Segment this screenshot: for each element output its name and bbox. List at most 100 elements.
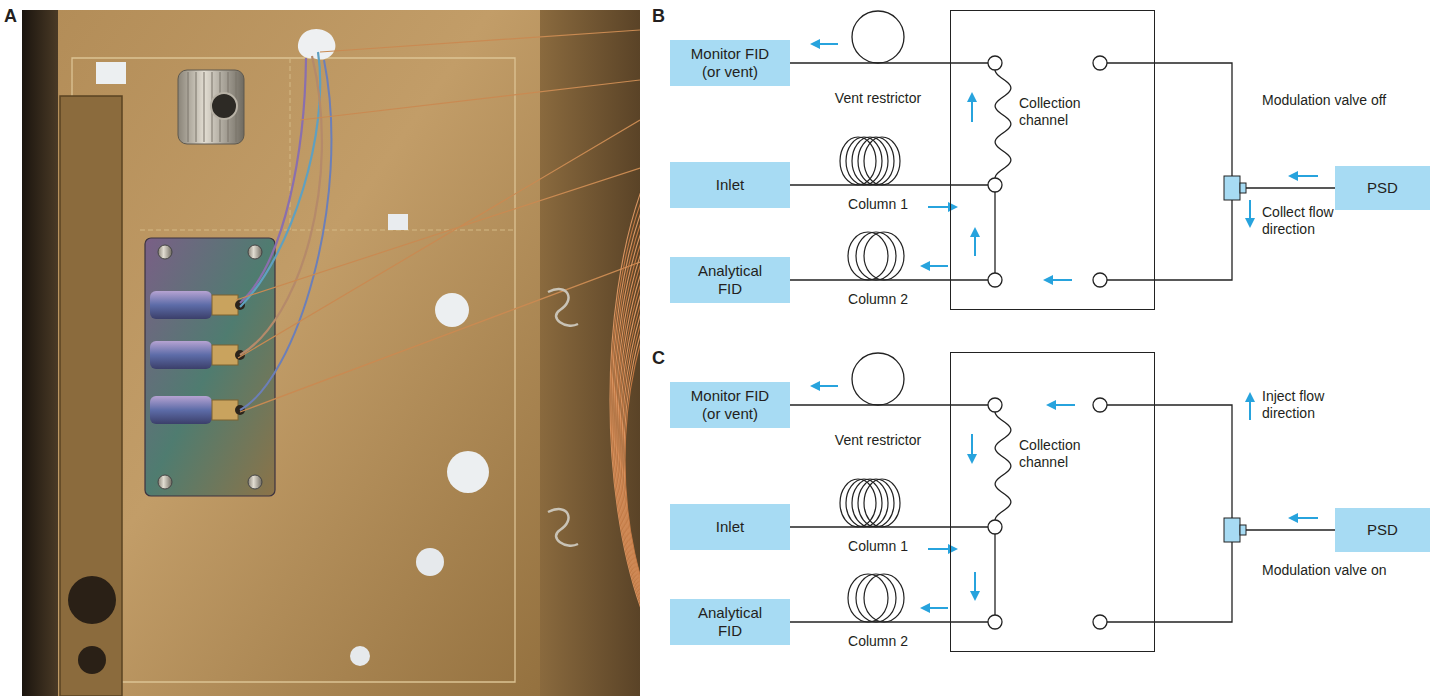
coil-ring — [625, 205, 640, 696]
knob-knurl — [188, 72, 236, 142]
plate-etch — [140, 58, 515, 230]
fitting — [150, 291, 212, 319]
flow-device-frame: Collection channel — [950, 352, 1155, 652]
coil-ring — [616, 142, 640, 696]
insulation-patch — [435, 293, 469, 327]
copper-wire — [236, 30, 640, 412]
channel-line — [950, 404, 988, 405]
fitting-nut — [212, 295, 238, 315]
inlet-box: Inlet — [670, 162, 790, 208]
coil-ring — [617, 149, 640, 696]
flow-arrow — [928, 548, 956, 550]
component-label: Vent restrictor — [835, 90, 921, 107]
inlet-box: Inlet — [670, 504, 790, 550]
channel-line — [1155, 188, 1232, 280]
column-coil — [610, 100, 640, 696]
connector-line — [790, 526, 950, 527]
column-coil-symbol — [848, 232, 888, 280]
flow-arrow — [974, 572, 976, 599]
screw — [158, 245, 172, 259]
flow-direction-label: Inject flow direction — [1262, 388, 1362, 422]
connector-line — [790, 279, 950, 280]
photo-content — [22, 10, 640, 696]
component-label: Column 1 — [848, 538, 908, 555]
flow-device-frame: Collection channel — [950, 10, 1155, 310]
panel-symbols — [812, 11, 1318, 287]
collection-channel-symbol — [995, 412, 1011, 520]
channel-line — [950, 279, 988, 280]
channel-line — [1107, 279, 1155, 280]
port-symbol — [1093, 398, 1107, 412]
flow-direction-label: Collect flow direction — [1262, 204, 1362, 238]
port-symbol — [988, 273, 1002, 287]
channel-line — [950, 184, 988, 185]
connector-line — [790, 62, 950, 63]
capillary — [240, 58, 306, 303]
capillary — [240, 52, 320, 307]
column-coil-symbol — [864, 574, 904, 622]
connector-line — [1155, 63, 1335, 188]
connector-line — [1155, 405, 1335, 530]
photo-background — [22, 10, 640, 696]
bracket — [60, 96, 122, 696]
connector-line — [790, 184, 950, 185]
valve-body — [1224, 176, 1240, 200]
column-coil-symbol — [852, 479, 888, 527]
valve-port — [1240, 525, 1246, 535]
fitting-port — [235, 300, 245, 310]
oven-wall — [22, 10, 58, 696]
column-coil-symbol — [840, 479, 876, 527]
insulation-patch — [96, 62, 126, 84]
coil-ring — [612, 114, 640, 696]
channel-line — [950, 62, 988, 63]
fitting — [150, 341, 212, 369]
knurled-knob — [178, 70, 244, 144]
column-coil-symbol — [864, 232, 904, 280]
coil-ring — [623, 191, 640, 696]
insulation-patch — [388, 214, 408, 230]
node-text: Collection channel — [1019, 437, 1109, 471]
column-coil-symbol — [856, 574, 896, 622]
knob-hole — [211, 93, 237, 119]
channel-line — [1107, 621, 1155, 622]
coil-ring — [615, 135, 640, 696]
flow-arrow — [1048, 404, 1075, 406]
collection-channel-symbol — [995, 70, 1011, 178]
psd-box: PSD — [1335, 508, 1430, 552]
flow-arrow — [922, 265, 948, 267]
detector-box: Analytical FID — [670, 257, 790, 303]
valve-body — [1224, 518, 1240, 542]
panel-symbols — [812, 353, 1318, 629]
side-plate — [540, 10, 640, 696]
flow-arrow — [974, 229, 976, 256]
column-coil-symbol — [840, 137, 876, 185]
insulation-patch — [298, 29, 335, 59]
panel-letter: A — [4, 6, 17, 26]
port-symbol — [988, 615, 1002, 629]
column-coil-symbol — [864, 479, 900, 527]
column-coil-symbol — [846, 479, 882, 527]
coil-ring — [618, 156, 640, 696]
port-symbol — [1093, 56, 1107, 70]
node-text: PSD — [1367, 521, 1398, 539]
column-coil-symbol — [852, 137, 888, 185]
node-text: Inlet — [716, 176, 744, 194]
component-label: Column 1 — [848, 196, 908, 213]
channel-line — [994, 534, 995, 615]
coil-ring — [624, 198, 640, 696]
spring-clip — [548, 289, 578, 546]
flow-arrow — [971, 94, 973, 122]
port-symbol — [1093, 615, 1107, 629]
detector-box: Monitor FID (or vent) — [670, 382, 790, 428]
node-text: Monitor FID (or vent) — [686, 45, 774, 81]
channel-line — [950, 526, 988, 527]
coil-ring — [620, 170, 640, 696]
column-coil-symbol — [848, 574, 888, 622]
fitting-port — [235, 405, 245, 415]
channel-line — [1155, 530, 1232, 622]
connector-line — [790, 621, 950, 622]
